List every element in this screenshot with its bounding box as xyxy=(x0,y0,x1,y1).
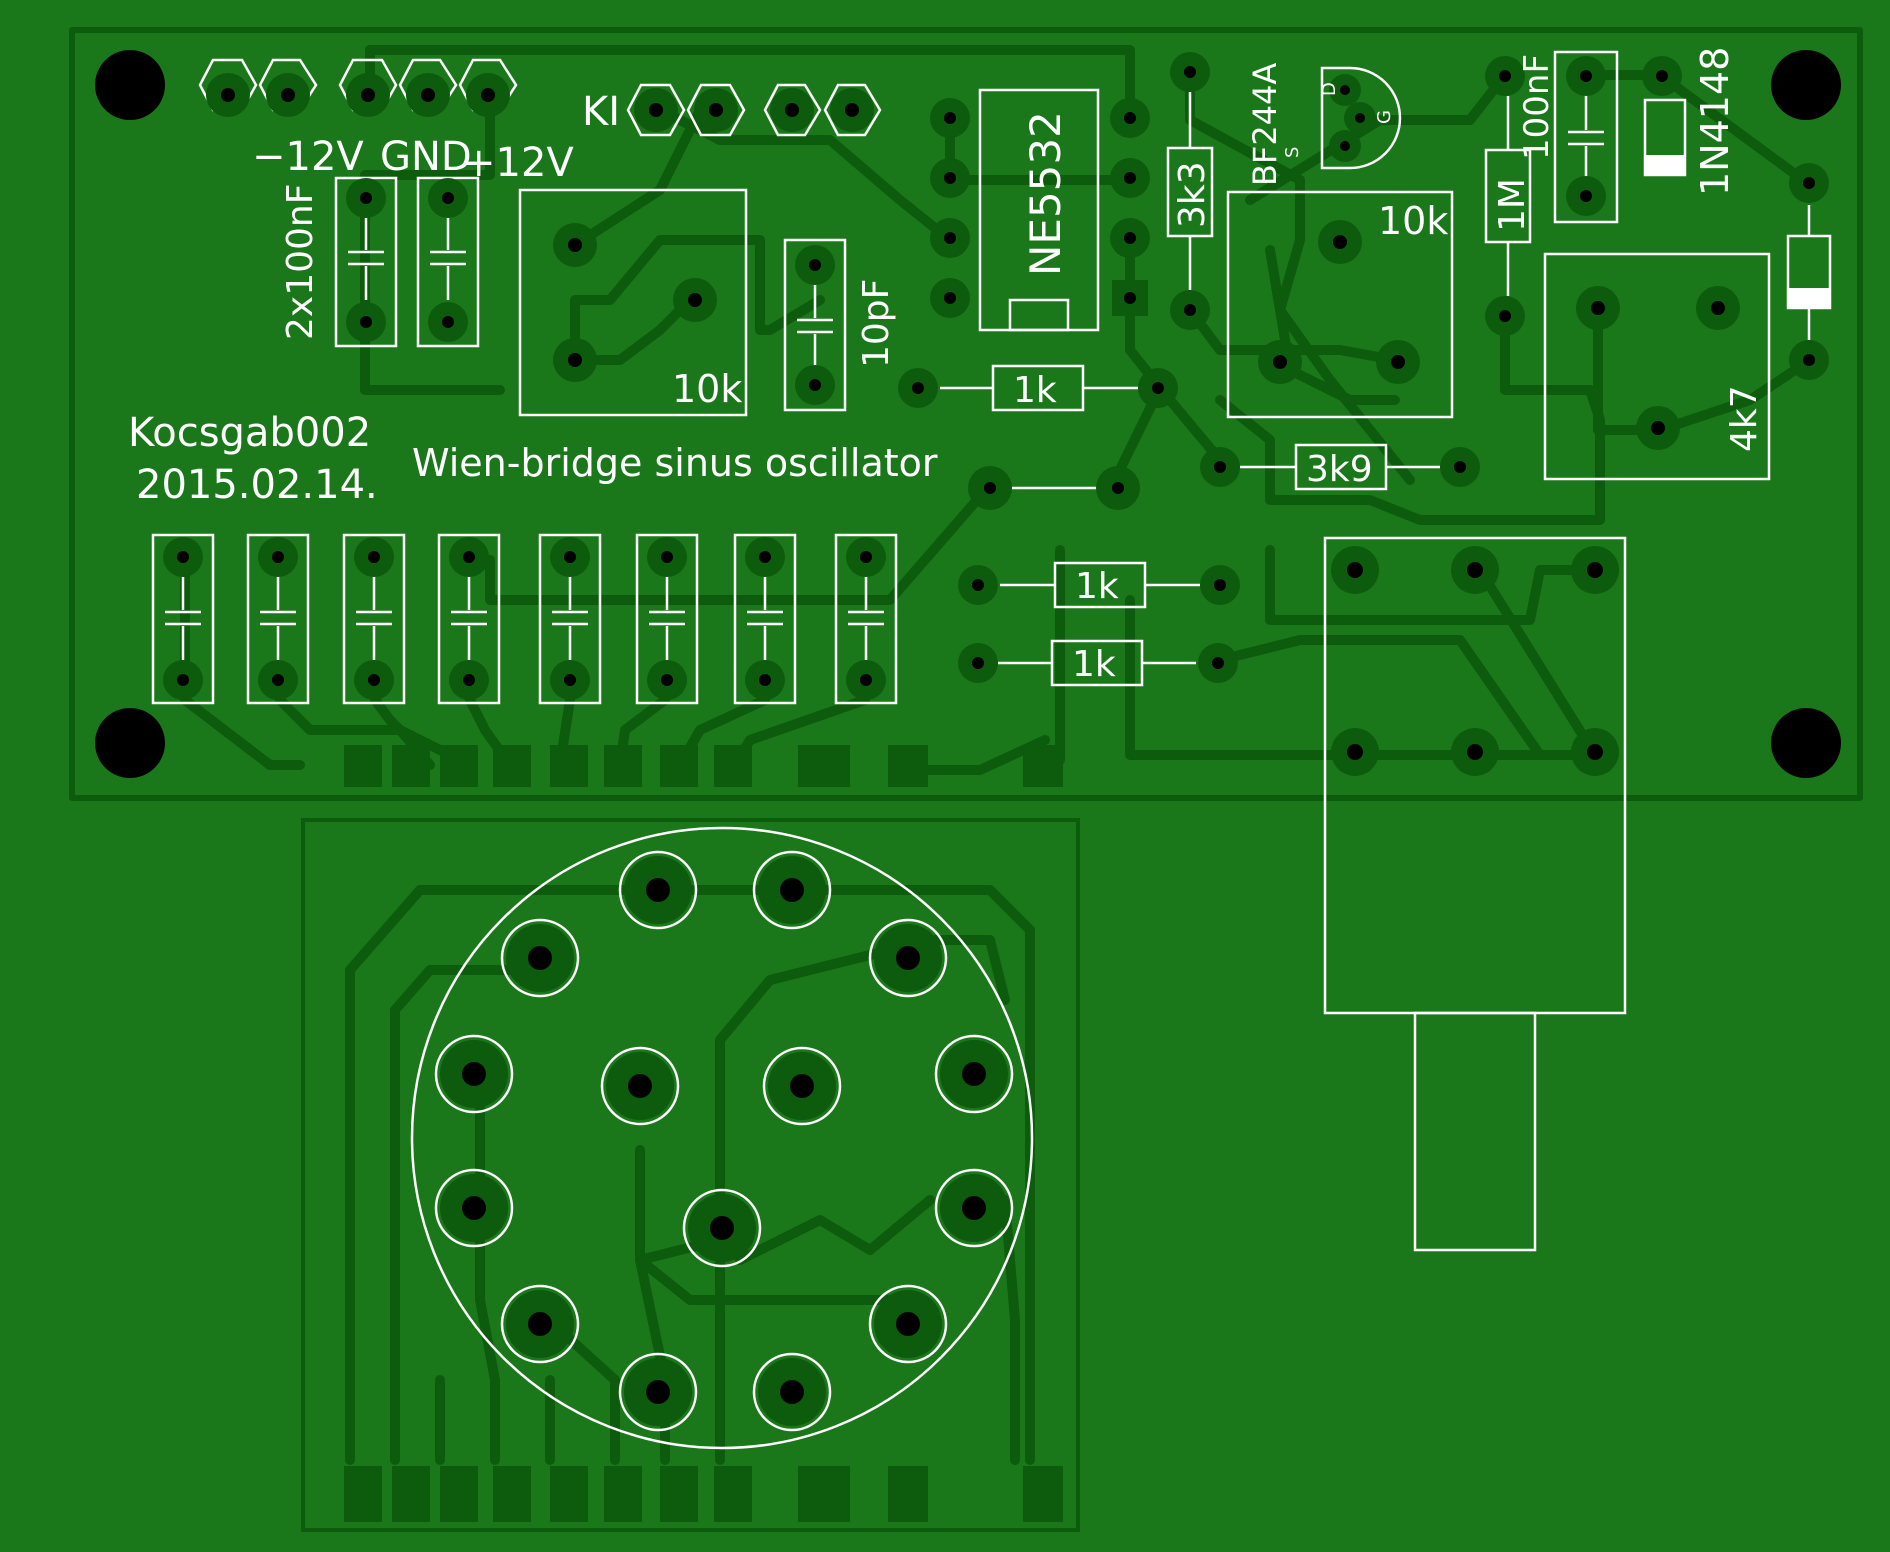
label-title: Wien-bridge sinus oscillator xyxy=(412,441,938,485)
resistor-1k-a xyxy=(898,364,1178,412)
cap-10pf xyxy=(783,238,847,412)
diode-vertical xyxy=(1786,163,1832,380)
silkscreen-outlines xyxy=(301,818,1080,1532)
label-power-gnd: GND xyxy=(380,134,472,180)
label-power-minus: −12V xyxy=(252,134,364,180)
label-output: KI xyxy=(582,89,620,135)
label-cap-2x100nf: 2x100nF xyxy=(280,184,321,340)
label-cap-100nf: 100nF xyxy=(1517,54,1557,160)
cap-pair-2x100nf xyxy=(334,176,480,348)
label-pot-4k7: 4k7 xyxy=(1724,385,1765,452)
label-pot-10k-right: 10k xyxy=(1378,199,1448,243)
mounting-hole-top-right xyxy=(1771,50,1841,120)
label-r-1k-a: 1k xyxy=(1013,370,1057,411)
mounting-hole-bottom-left xyxy=(95,708,165,778)
resistor-1k-b xyxy=(958,561,1240,609)
label-r-3k9: 3k9 xyxy=(1306,449,1373,490)
capacitor-bank xyxy=(151,533,898,705)
dual-potentiometer xyxy=(1323,536,1627,1252)
mounting-hole-top-left xyxy=(95,50,165,120)
mounting-holes xyxy=(95,50,1841,778)
power-connector xyxy=(198,58,518,117)
label-r-3k3: 3k3 xyxy=(1172,161,1213,228)
output-connector xyxy=(626,83,882,137)
silkscreen-labels: −12V GND +12V KI Kocsgab002 2015.02.14. … xyxy=(128,47,1765,685)
wire-jumper xyxy=(968,466,1140,510)
ic-ne5532 xyxy=(930,88,1150,332)
edge-pads-upper xyxy=(344,745,1063,787)
resistor-3k3 xyxy=(1166,52,1214,330)
trimmer-4k7 xyxy=(1543,252,1771,481)
edge-pads-lower xyxy=(344,1466,1063,1522)
trimmer-10k-right xyxy=(1226,190,1454,419)
resistor-3k9 xyxy=(1200,443,1480,491)
label-jfet-s: S xyxy=(1282,147,1303,158)
label-power-plus: +12V xyxy=(462,140,574,186)
label-r-1m: 1M xyxy=(1492,178,1533,232)
trimmer-10k-left xyxy=(518,188,748,417)
label-diode: 1N4148 xyxy=(1693,47,1737,196)
jfet-bf244a xyxy=(1320,66,1402,170)
label-ic-ne5532: NE5532 xyxy=(1021,111,1070,276)
rotary-switch xyxy=(410,826,1034,1450)
resistor-1k-c xyxy=(958,639,1238,687)
label-pot-10k-left: 10k xyxy=(672,367,742,411)
label-date: 2015.02.14. xyxy=(136,462,378,508)
cap-100nf xyxy=(1553,50,1619,224)
label-cap-10pf: 10pF xyxy=(856,279,897,368)
resistor-1m xyxy=(1484,56,1532,336)
label-jfet-g: G xyxy=(1374,110,1395,124)
label-r-1k-b: 1k xyxy=(1075,566,1119,607)
label-author: Kocsgab002 xyxy=(128,410,371,456)
label-jfet-d: D xyxy=(1319,82,1340,96)
label-jfet: BF244A xyxy=(1246,63,1284,186)
label-r-1k-c: 1k xyxy=(1072,644,1116,685)
diode-1n4148 xyxy=(1642,56,1687,177)
mounting-hole-bottom-right xyxy=(1771,708,1841,778)
